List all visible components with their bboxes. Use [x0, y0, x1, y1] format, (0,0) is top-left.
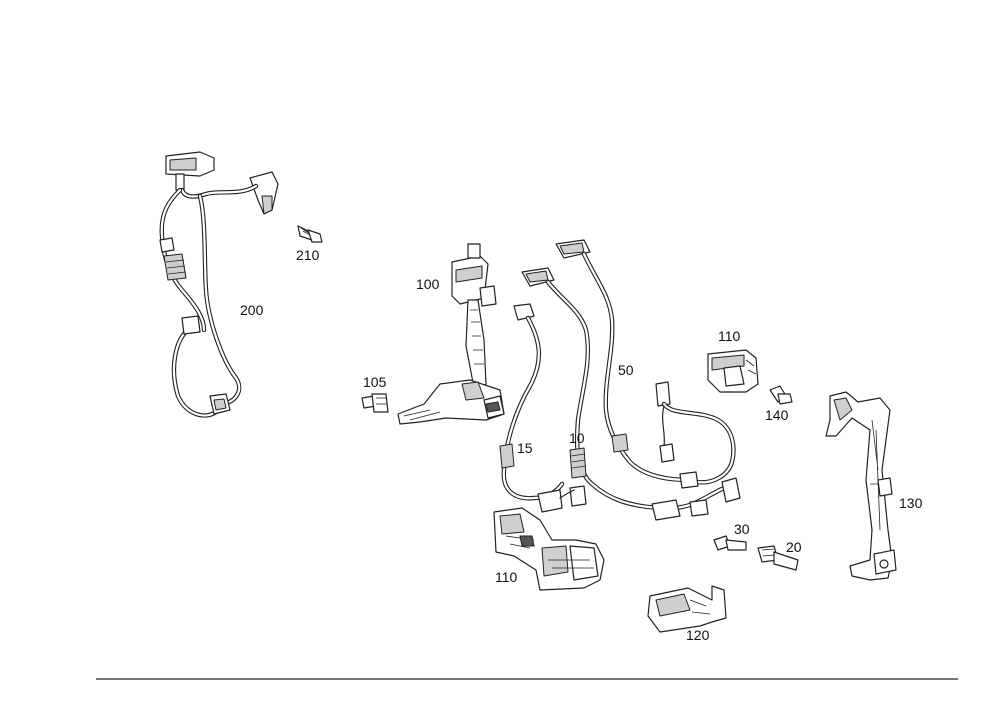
sensor-wire-10 — [521, 267, 741, 521]
bracket-110-upper — [707, 349, 759, 393]
pin-30 — [713, 535, 747, 551]
callout-110-upper: 110 — [718, 328, 741, 344]
callout-105: 105 — [363, 374, 387, 390]
callout-10: 10 — [569, 430, 585, 446]
cover-120 — [647, 585, 727, 633]
sensor-wire-50 — [555, 239, 736, 489]
bracket-130 — [825, 391, 897, 581]
callout-20: 20 — [786, 539, 802, 555]
callout-50: 50 — [618, 362, 634, 378]
screw-140 — [769, 385, 793, 405]
callout-110-lower: 110 — [495, 569, 518, 585]
bracket-110-lower — [493, 507, 605, 591]
callout-15: 15 — [517, 440, 533, 456]
callout-140: 140 — [765, 407, 789, 423]
callout-100: 100 — [416, 276, 440, 292]
callout-120: 120 — [686, 627, 710, 643]
bolt-105 — [361, 393, 389, 413]
callout-30: 30 — [734, 521, 750, 537]
sensor-wire-15 — [499, 303, 587, 513]
callout-210: 210 — [296, 247, 320, 263]
sensor-20 — [757, 545, 799, 571]
harness-100 — [397, 243, 505, 425]
callout-130: 130 — [899, 495, 923, 511]
bolt-210 — [297, 225, 323, 243]
callout-200: 200 — [240, 302, 264, 318]
harness-200 — [159, 151, 279, 418]
